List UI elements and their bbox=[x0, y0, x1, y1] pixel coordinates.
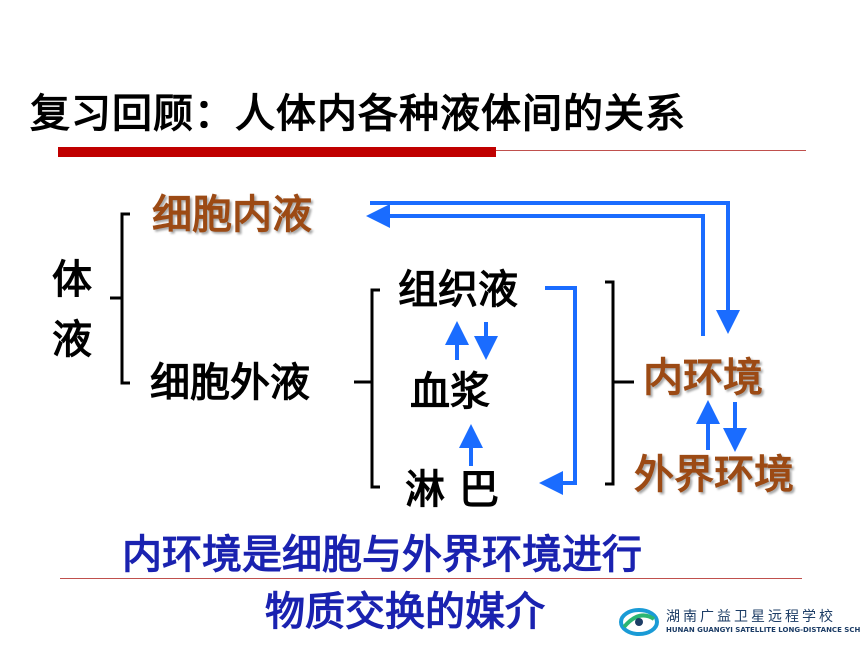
title-underline-bar bbox=[58, 147, 496, 157]
body-fluid-bracket bbox=[120, 212, 130, 385]
internal-env-bracket bbox=[605, 280, 615, 486]
arrow-internal-to-intracellular bbox=[366, 204, 705, 336]
node-intracellular: 细胞内液 bbox=[152, 192, 312, 238]
swirl-logo-icon bbox=[619, 608, 659, 636]
conclusion-line-2: 物质交换的媒介 bbox=[265, 589, 545, 635]
node-plasma: 血浆 bbox=[410, 369, 490, 415]
node-body-fluid-1: 体 bbox=[52, 257, 92, 303]
node-body-fluid-2: 液 bbox=[52, 317, 92, 363]
node-external-env: 外界环境 bbox=[634, 452, 794, 498]
logo-english-name: HUNAN GUANGYI SATELLITE LONG-DISTANCE SC… bbox=[666, 626, 860, 634]
arrow-tissue-to-lymph bbox=[539, 286, 577, 495]
node-extracellular: 细胞外液 bbox=[150, 360, 310, 406]
conclusion-line-1: 内环境是细胞与外界环境进行 bbox=[122, 532, 642, 578]
arrow-intracellular-to-internal bbox=[370, 201, 740, 334]
page-title: 复习回顾：人体内各种液体间的关系 bbox=[30, 91, 686, 137]
node-tissue-fluid: 组织液 bbox=[398, 267, 518, 313]
extracellular-bracket bbox=[370, 288, 380, 489]
divider-line bbox=[60, 578, 802, 579]
logo-chinese-name: 湖南广益卫星远程学校 bbox=[666, 609, 836, 625]
node-lymph: 淋巴 bbox=[405, 467, 513, 513]
title-underline-line bbox=[496, 150, 806, 151]
school-logo: 湖南广益卫星远程学校 HUNAN GUANGYI SATELLITE LONG-… bbox=[618, 603, 860, 641]
node-internal-env: 内环境 bbox=[643, 355, 763, 401]
